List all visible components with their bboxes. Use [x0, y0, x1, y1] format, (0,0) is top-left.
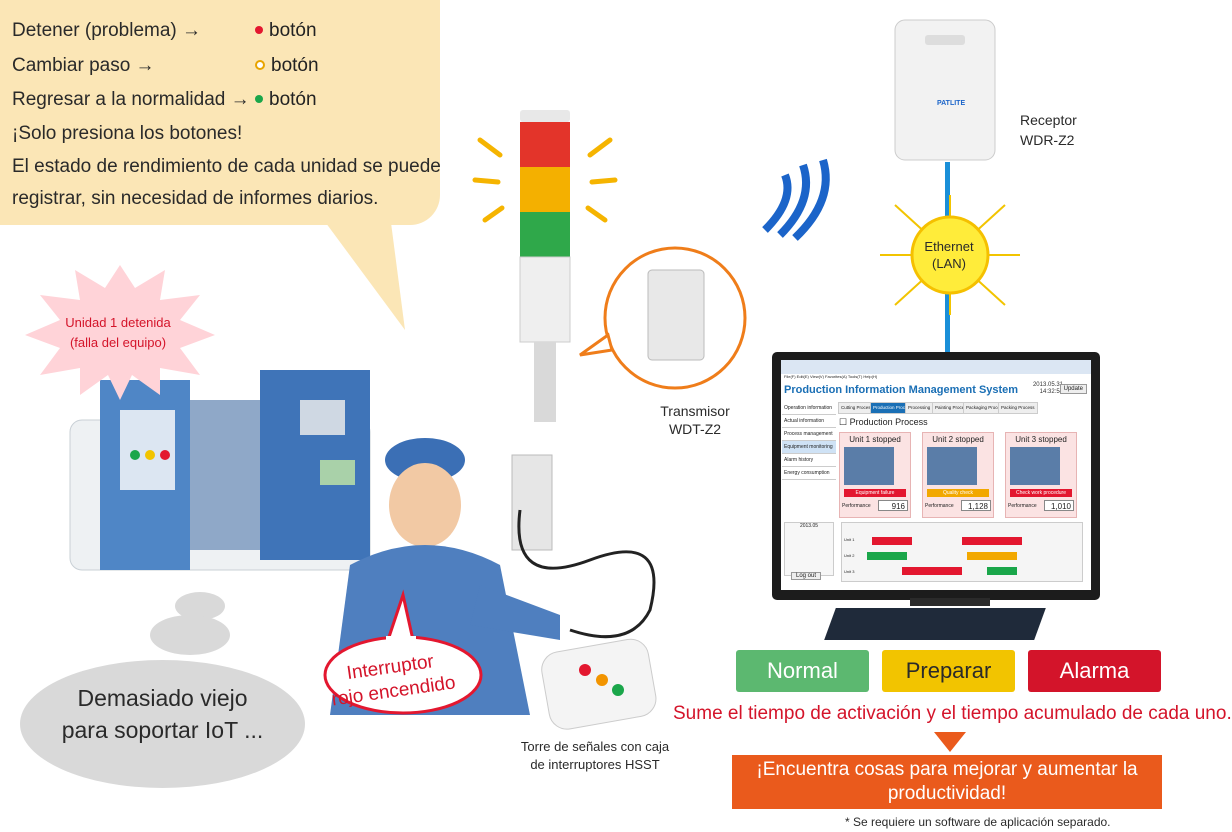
tab-packing[interactable]: Packing Process — [998, 402, 1038, 414]
sidebar-item-equipment[interactable]: Equipment monitoring — [782, 441, 836, 454]
receiver-device — [894, 19, 996, 161]
monitor-screen: File(F) Edit(E) View(V) Favorites(A) Too… — [781, 360, 1091, 590]
ethernet-label: Ethernet (LAN) — [924, 239, 974, 271]
unit-card-1: Unit 1 stopped Equipment failure Perform… — [839, 432, 911, 518]
yellow-dot-icon — [255, 59, 265, 70]
footnote: * Se requiere un software de aplicación … — [845, 815, 1111, 829]
sidebar-item-alarm[interactable]: Alarm history — [782, 454, 836, 467]
top-speech-bubble: Detener (problema) → Cambiar paso → Regr… — [0, 0, 441, 225]
unit-image — [1010, 447, 1060, 485]
sidebar-item-actual[interactable]: Actual information — [782, 415, 836, 428]
unit-card-2: Unit 2 stopped Quality check Performance… — [922, 432, 994, 518]
tower-caption: Torre de señales con caja de interruptor… — [520, 739, 670, 772]
bubble-line-stop: Detener (problema) → — [12, 20, 202, 41]
monitor-stand — [910, 598, 990, 606]
receiver-brand: PATLITE — [937, 100, 966, 107]
bubble-line-normal: Regresar a la normalidad → — [12, 89, 250, 110]
status-normal: Normal — [736, 650, 869, 692]
logout-button[interactable]: Log out — [791, 572, 822, 580]
browser-bar — [781, 360, 1091, 374]
tab-painting[interactable]: Painting Process — [932, 402, 972, 414]
sum-text: Sume el tiempo de activación y el tiempo… — [673, 703, 1232, 724]
receiver-label: Receptor WDR-Z2 — [1020, 112, 1077, 148]
transmitter-label: Transmisor WDT-Z2 — [660, 403, 730, 437]
red-button-label: botón — [255, 20, 317, 42]
bubble-line-reports: registrar, sin necesidad de informes dia… — [12, 188, 379, 209]
tower-cable — [517, 509, 656, 639]
unit-image — [844, 447, 894, 485]
wireless-signal-icon — [762, 158, 830, 241]
sidebar-item-energy[interactable]: Energy consumption — [782, 467, 836, 480]
red-dot-icon — [255, 25, 263, 34]
status-alarm: Alarma — [1028, 650, 1161, 692]
calendar[interactable]: 2013.05 — [784, 522, 834, 576]
sidebar-item-operation[interactable]: Operation information — [782, 402, 836, 415]
thought-bubble — [20, 660, 305, 788]
switch-bubble-shape — [323, 589, 483, 715]
update-button[interactable]: Update — [1059, 384, 1087, 394]
green-button-label: botón — [255, 89, 317, 111]
section-title: ☐ Production Process — [839, 417, 928, 427]
alert-burst — [25, 265, 215, 400]
status-prepare: Preparar — [882, 650, 1015, 692]
bubble-line-change: Cambiar paso → — [12, 55, 155, 76]
ethernet-sun — [880, 195, 1020, 315]
sidebar-item-process[interactable]: Process management — [782, 428, 836, 441]
machine-illustration — [69, 370, 371, 571]
bubble-tail — [320, 215, 405, 330]
bubble-line-press: ¡Solo presiona los botones! — [12, 123, 243, 144]
browser-menu: File(F) Edit(E) View(V) Favorites(A) Too… — [784, 374, 878, 379]
bubble-line-status: El estado de rendimiento de cada unidad … — [12, 156, 441, 177]
screen-title: Production Information Management System — [784, 384, 1019, 396]
gantt-chart: Unit 1 Unit 2 Unit 3 — [841, 522, 1083, 582]
screen-datetime: 2013.05.31 14:32:54 — [1032, 382, 1063, 395]
stopped-alert: Unidad 1 detenida (falla del equipo) — [65, 315, 171, 350]
keyboard — [824, 608, 1046, 640]
yellow-button-label: botón — [255, 55, 319, 77]
switch-box — [541, 638, 657, 730]
unit-card-3: Unit 3 stopped Check work procedure Perf… — [1005, 432, 1077, 518]
transmitter-bubble — [579, 246, 747, 390]
thought-dot-medium — [150, 615, 230, 655]
improve-box: ¡Encuentra cosas para mejorar y aumentar… — [732, 755, 1162, 809]
thought-text: Demasiado viejo para soportar IoT ... — [61, 685, 264, 743]
green-dot-icon — [255, 94, 263, 103]
down-arrow-icon — [934, 732, 966, 752]
unit-image — [927, 447, 977, 485]
tab-processing[interactable]: Processing — [905, 402, 934, 414]
